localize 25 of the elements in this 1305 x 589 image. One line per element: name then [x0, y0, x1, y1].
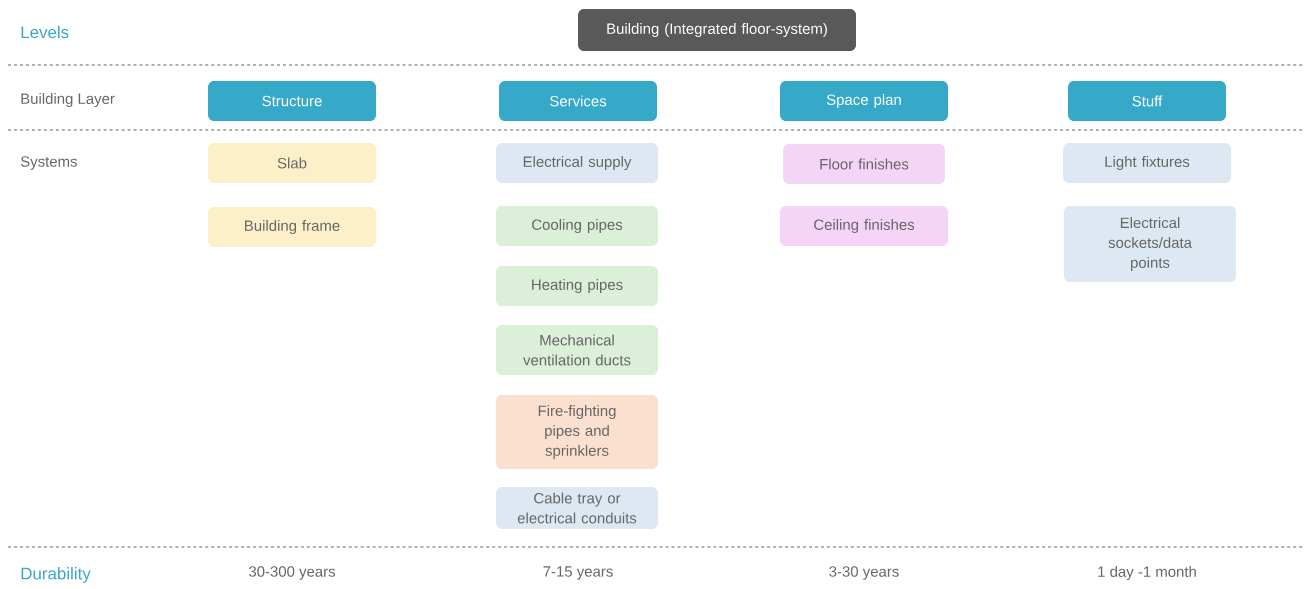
system-box: Building frame [208, 207, 376, 247]
row-heading: Systems [20, 156, 77, 170]
system-box: Mechanical ventilation ducts [496, 325, 658, 375]
durability-value: 7-15 years [543, 566, 613, 580]
row-heading: Building Layer [21, 93, 115, 107]
durability-value: 3-30 years [829, 566, 899, 580]
system-box: Floor finishes [783, 144, 945, 184]
system-box: Fire-fighting pipes and sprinklers [496, 395, 658, 469]
layer-box: Services [499, 81, 657, 121]
durability-value: 1 day -1 month [1098, 566, 1196, 580]
system-box: Light fixtures [1063, 143, 1231, 183]
row-heading: Levels [21, 25, 69, 39]
row-heading: Durability [21, 567, 91, 583]
layer-box: Space plan [780, 81, 948, 121]
system-box: Slab [208, 143, 376, 183]
durability-value: 30-300 years [248, 566, 336, 580]
system-box: Cable tray or electrical conduits [496, 487, 658, 529]
system-box: Electrical supply [496, 143, 658, 183]
layer-box: Structure [208, 81, 376, 121]
system-box: Ceiling finishes [780, 206, 948, 246]
system-box: Electrical sockets/data points [1064, 206, 1236, 282]
title-box: Building (Integrated floor-system) [578, 9, 856, 51]
system-box: Cooling pipes [496, 206, 658, 246]
layer-box: Stuff [1068, 81, 1226, 121]
system-box: Heating pipes [496, 266, 658, 306]
